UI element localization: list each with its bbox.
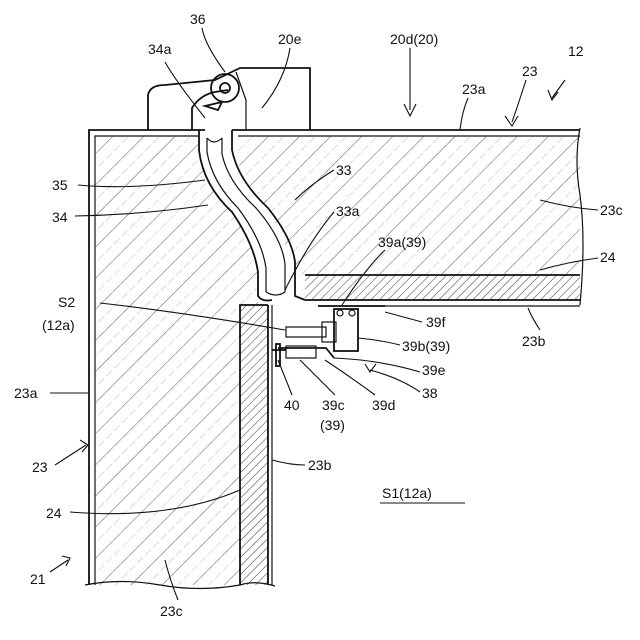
label-S1: S1(12a)	[382, 485, 432, 501]
label-39e: 39e	[422, 362, 446, 378]
label-23b-right: 23b	[522, 333, 546, 349]
label-36: 36	[190, 11, 206, 27]
label-35: 35	[52, 177, 68, 193]
label-39c-sub: (39)	[320, 417, 345, 433]
label-34: 34	[52, 209, 68, 225]
label-40: 40	[284, 397, 300, 413]
label-33: 33	[336, 162, 352, 178]
label-24-right: 24	[600, 249, 616, 265]
hinge-bracket	[148, 68, 310, 130]
label-24-left: 24	[46, 505, 62, 521]
label-20e: 20e	[278, 31, 302, 47]
label-12a-s2: (12a)	[42, 317, 75, 333]
label-39d: 39d	[372, 397, 395, 413]
label-34a: 34a	[148, 41, 172, 57]
label-23b-mid: 23b	[308, 457, 332, 473]
label-20d: 20d(20)	[390, 31, 438, 47]
label-21: 21	[30, 571, 46, 587]
label-39a: 39a(39)	[378, 234, 426, 250]
label-39c: 39c	[322, 397, 345, 413]
hinge-mechanism	[272, 306, 385, 366]
label-12: 12	[568, 43, 584, 59]
label-39b: 39b(39)	[402, 338, 450, 354]
label-23a-top: 23a	[462, 81, 486, 97]
label-39f: 39f	[426, 314, 446, 330]
label-38: 38	[422, 385, 438, 401]
label-23c-right: 23c	[600, 202, 623, 218]
label-23c-bottom: 23c	[160, 603, 183, 619]
label-23a-left: 23a	[14, 385, 38, 401]
label-23-top: 23	[522, 63, 538, 79]
label-33a: 33a	[336, 203, 360, 219]
label-23-left: 23	[32, 459, 48, 475]
label-S2: S2	[58, 294, 75, 310]
